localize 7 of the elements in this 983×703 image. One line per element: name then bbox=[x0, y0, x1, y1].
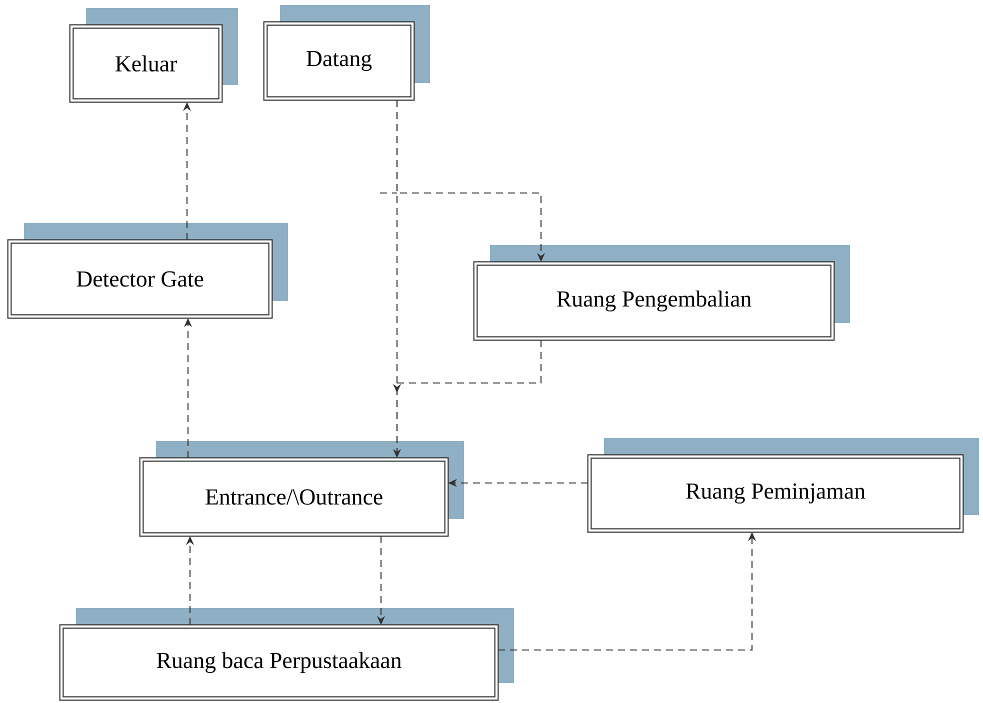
room-box: Ruang baca Perpustaakaan bbox=[59, 608, 514, 701]
room-box: Datang bbox=[263, 5, 430, 101]
room-box: Keluar bbox=[69, 8, 238, 103]
room-box: Ruang Peminjaman bbox=[587, 438, 979, 533]
room-box: Detector Gate bbox=[7, 223, 288, 319]
room-box: Entrance/\Outrance bbox=[139, 441, 464, 537]
room-box: Ruang Pengembalian bbox=[473, 245, 850, 341]
